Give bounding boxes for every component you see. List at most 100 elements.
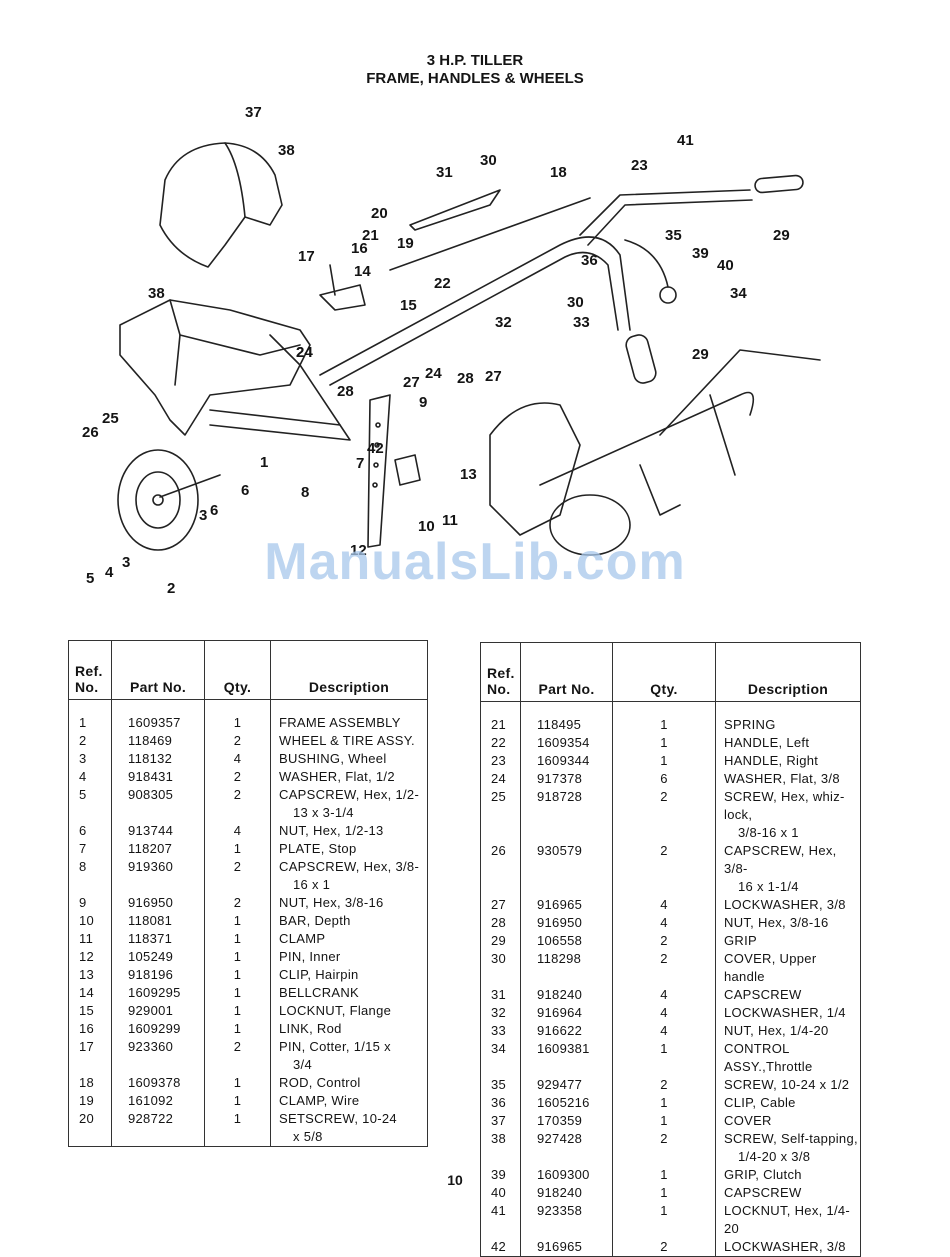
description-line: HANDLE, Right: [724, 753, 819, 768]
ref-cell: 25: [480, 788, 521, 842]
description-cell: COVER: [715, 1112, 861, 1130]
description-line: SCREW, Hex, whiz-lock,: [724, 789, 845, 822]
qty-cell: 2: [612, 1076, 716, 1094]
callout-label: 20: [371, 205, 388, 222]
qty-cell: 1: [612, 1166, 716, 1184]
qty-cell: 2: [204, 894, 271, 912]
ref-cell: 3: [68, 750, 112, 768]
description-cell: NUT, Hex, 3/8-16: [715, 914, 861, 932]
wheel-drawing: [117, 449, 199, 551]
part-number-cell: 1609378: [111, 1074, 205, 1092]
description-cell: CLAMP, Wire: [270, 1092, 428, 1110]
ref-cell: 10: [68, 912, 112, 930]
col-header-qty: Qty.: [612, 642, 716, 702]
watermark: ManualsLib.com: [264, 533, 686, 591]
qty-cell: 1: [204, 984, 271, 1002]
part-number-cell: 916965: [520, 896, 613, 914]
ref-cell: 15: [68, 1002, 112, 1020]
qty-cell: 1: [204, 948, 271, 966]
part-number-cell: 118298: [520, 950, 613, 986]
description-line: GRIP: [724, 933, 757, 948]
description-line: COVER: [724, 1113, 772, 1128]
callout-label: 3: [199, 507, 207, 524]
part-number-cell: 918728: [520, 788, 613, 842]
description-line: CLAMP, Wire: [279, 1093, 360, 1108]
ref-cell: 39: [480, 1166, 521, 1184]
callout-label: 34: [730, 285, 747, 302]
callout-label: 30: [480, 152, 497, 169]
callout-label: 38: [148, 285, 165, 302]
description-line: NUT, Hex, 1/4-20: [724, 1023, 829, 1038]
ref-cell: 41: [480, 1202, 521, 1238]
description-line: SPRING: [724, 717, 776, 732]
part-number-cell: 105249: [111, 948, 205, 966]
qty-cell: 4: [204, 822, 271, 840]
ref-cell: 11: [68, 930, 112, 948]
description-cell: CONTROL ASSY.,Throttle: [715, 1040, 861, 1076]
title-line-2: FRAME, HANDLES & WHEELS: [366, 70, 584, 87]
description-line: SCREW, 10-24 x 1/2: [724, 1077, 850, 1092]
callout-label: 7: [356, 455, 364, 472]
engine-cover-drawing: [159, 142, 283, 268]
description-line: 3/8-16 x 1: [738, 825, 799, 840]
qty-cell: 1: [204, 699, 271, 732]
qty-cell: 1: [612, 1202, 716, 1238]
col-header-ref: Ref.No.: [480, 642, 521, 702]
callout-label: 21: [362, 227, 379, 244]
ref-cell: 38: [480, 1130, 521, 1166]
callout-label: 24: [296, 344, 313, 361]
handle-right-drawing: [579, 189, 751, 236]
callout-label: 42: [367, 440, 384, 457]
col-header-part-no: Part No.: [520, 642, 613, 702]
description-cell: WHEEL & TIRE ASSY.: [270, 732, 428, 750]
part-number-cell: 916622: [520, 1022, 613, 1040]
callout-label: 24: [425, 365, 442, 382]
qty-cell: 1: [204, 912, 271, 930]
qty-cell: 1: [612, 1094, 716, 1112]
ref-cell: 14: [68, 984, 112, 1002]
description-cell: CAPSCREW, Hex, 3/8-16 x 1-1/4: [715, 842, 861, 896]
qty-cell: 2: [204, 732, 271, 750]
description-line: PLATE, Stop: [279, 841, 357, 856]
callout-label: 14: [354, 263, 371, 280]
description-line: LOCKNUT, Flange: [279, 1003, 392, 1018]
ref-cell: 24: [480, 770, 521, 788]
callout-label: 27: [403, 374, 420, 391]
part-number-cell: 916950: [520, 914, 613, 932]
callout-label: 23: [631, 157, 648, 174]
col-header-ref: Ref.No.: [68, 640, 112, 700]
description-line: BELLCRANK: [279, 985, 360, 1000]
description-cell: HANDLE, Left: [715, 734, 861, 752]
part-number-cell: 917378: [520, 770, 613, 788]
callout-label: 22: [434, 275, 451, 292]
description-line: CAPSCREW: [724, 1185, 802, 1200]
title-line-1: 3 H.P. TILLER: [426, 52, 524, 69]
qty-cell: 1: [612, 734, 716, 752]
description-line: 1/4-20 x 3/8: [738, 1149, 811, 1164]
qty-cell: 2: [204, 1038, 271, 1074]
description-cell: LOCKNUT, Flange: [270, 1002, 428, 1020]
part-number-cell: 923358: [520, 1202, 613, 1238]
qty-cell: 4: [204, 750, 271, 768]
callout-label: 35: [665, 227, 682, 244]
qty-cell: 2: [612, 842, 716, 896]
qty-cell: 1: [612, 1184, 716, 1202]
qty-cell: 2: [204, 858, 271, 894]
callout-label: 39: [692, 245, 709, 262]
qty-cell: 4: [612, 1022, 716, 1040]
ref-cell: 29: [480, 932, 521, 950]
qty-cell: 1: [612, 701, 716, 734]
part-number-cell: 1605216: [520, 1094, 613, 1112]
